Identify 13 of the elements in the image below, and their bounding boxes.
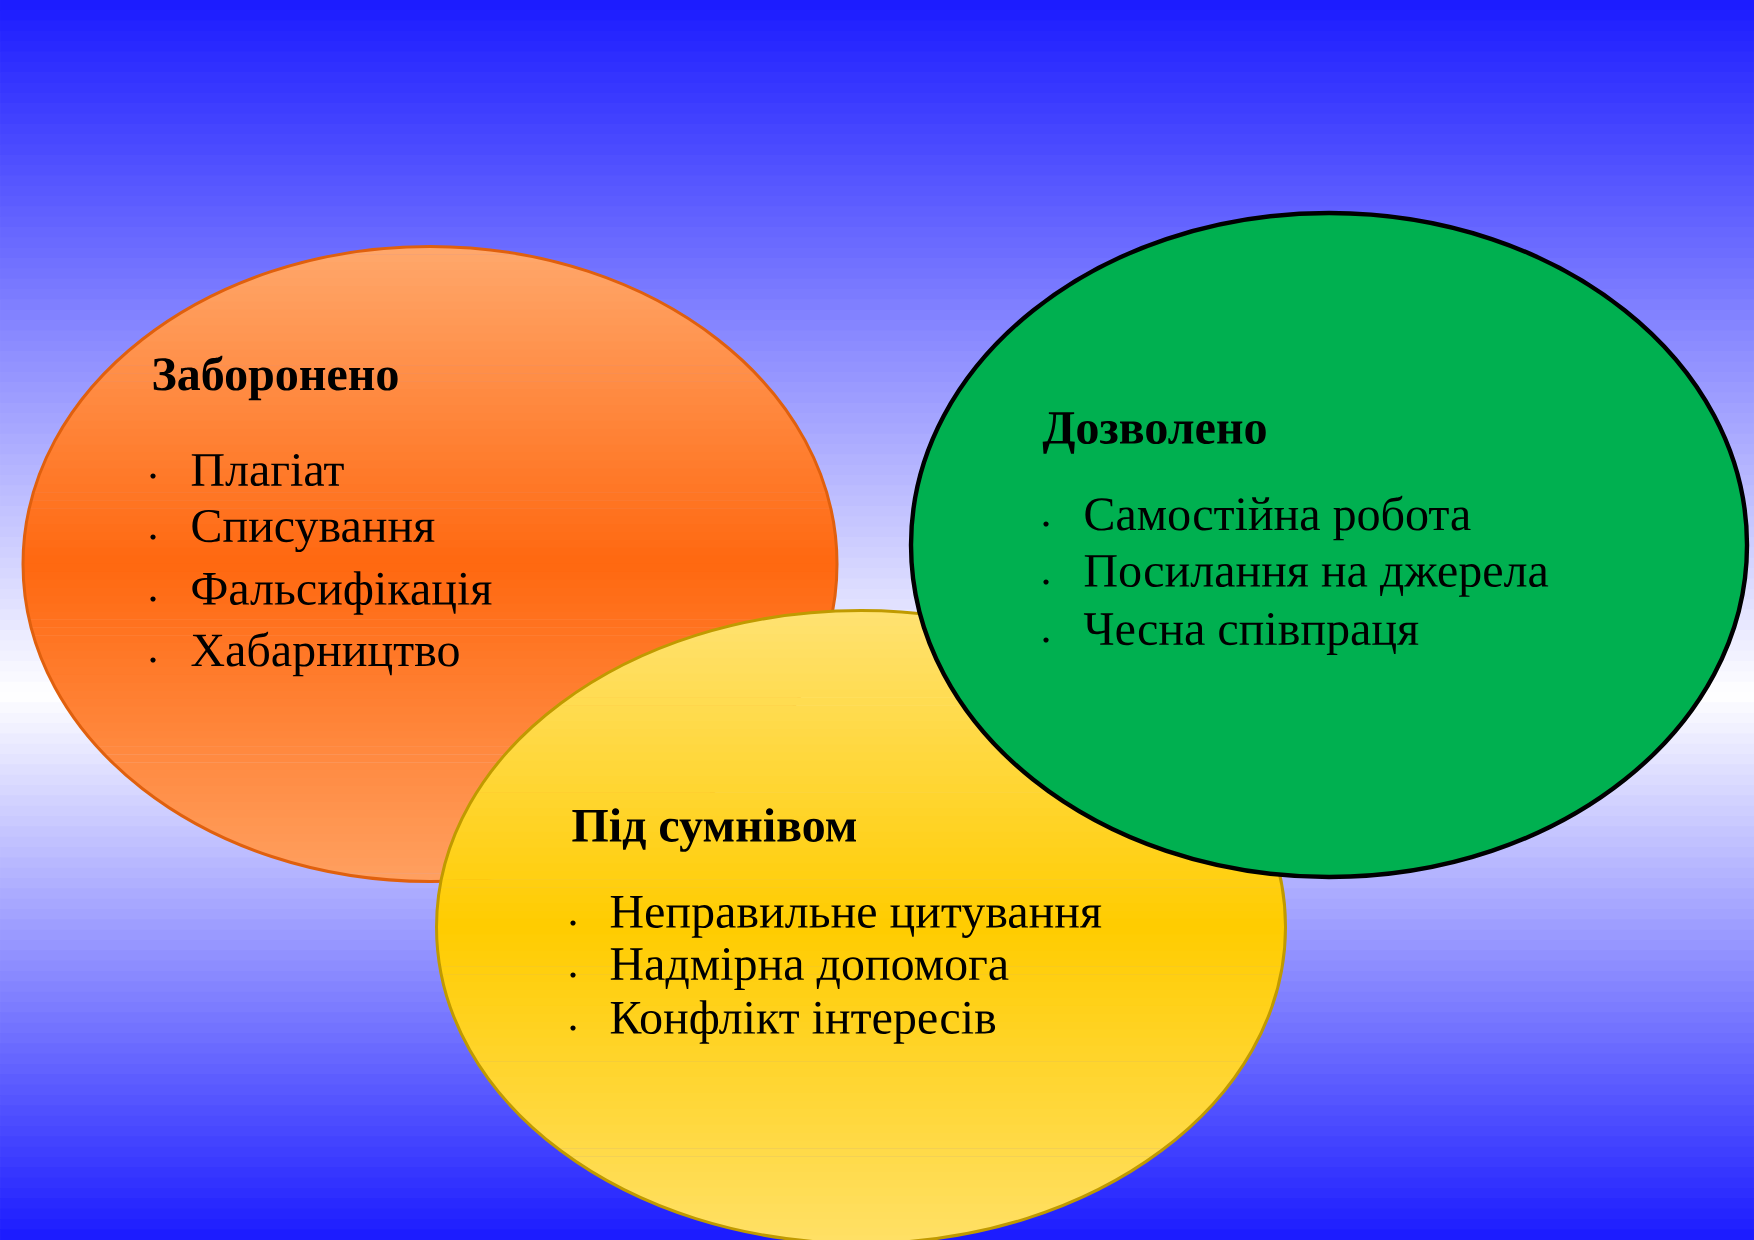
heading: Заборонено <box>153 355 398 401</box>
list-item: Самостійна робота <box>1085 495 1471 541</box>
list-item: Плагіат <box>191 453 344 487</box>
heading: Дозволено <box>1042 412 1266 454</box>
heading: Під сумнівом <box>572 808 856 852</box>
list-item: Хабарництво <box>191 631 459 677</box>
list-item: Списування <box>192 509 435 553</box>
list-item: Посилання на джерела <box>1084 555 1549 597</box>
list-item: Неправильне цитування <box>610 896 1102 938</box>
list-item: Надмірна допомога <box>610 948 1009 990</box>
list-item: Фальсифікація <box>192 571 492 615</box>
list-item: Чесна співпраця <box>1083 613 1419 655</box>
list-item: Конфлікт інтересів <box>610 1000 996 1044</box>
